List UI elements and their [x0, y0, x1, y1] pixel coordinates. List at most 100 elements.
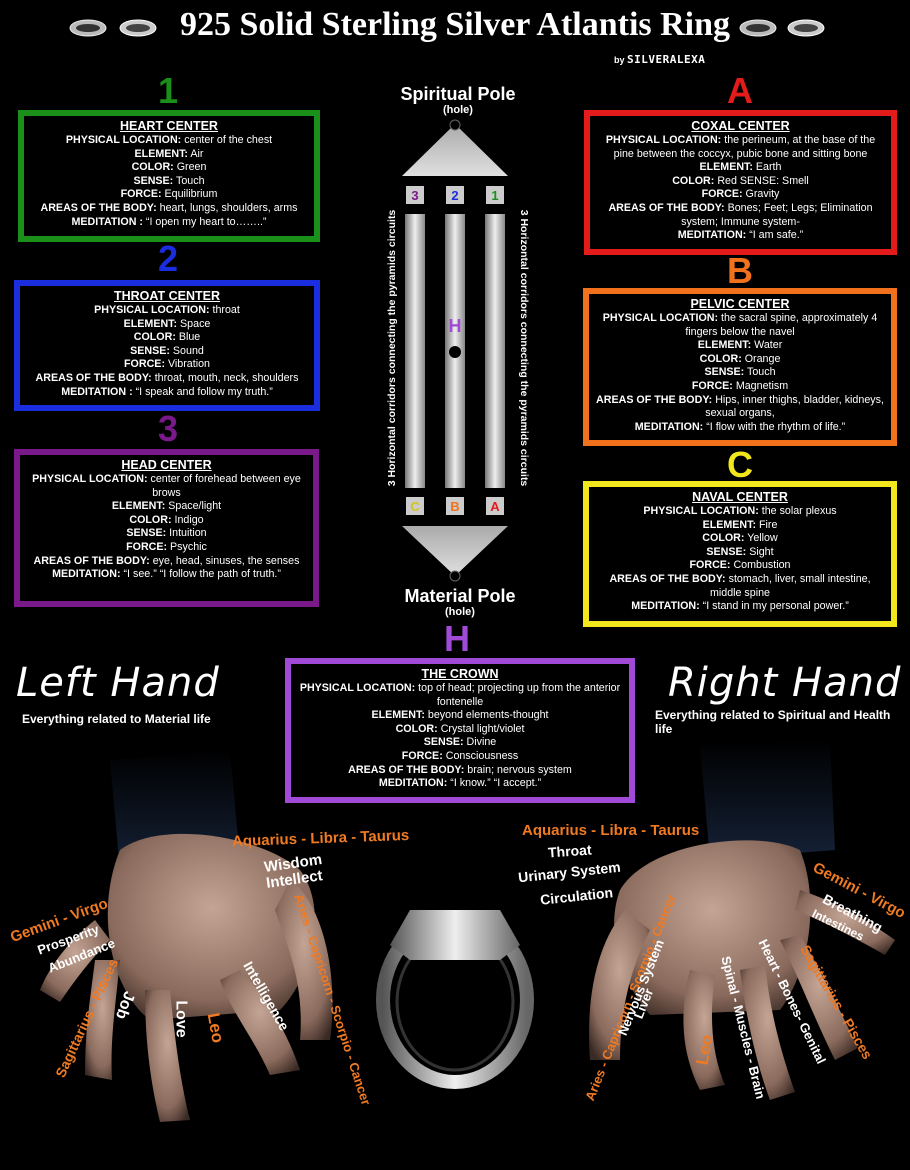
- naval-info-line: PHYSICAL LOCATION: the solar plexus: [595, 505, 885, 519]
- heart-info-line: AREAS OF THE BODY: heart, lungs, shoulde…: [30, 202, 308, 216]
- info-value: the perineum, at the base of the pine be…: [613, 134, 876, 160]
- ring-icon: [119, 19, 157, 37]
- crown-info-line: AREAS OF THE BODY: brain; nervous system: [297, 764, 623, 778]
- info-value: Consciousness: [442, 749, 519, 762]
- byline: by SILVERALEXA: [614, 53, 705, 66]
- info-key: PHYSICAL LOCATION:: [299, 682, 416, 694]
- info-value: the sacral spine, approximately 4 finger…: [685, 312, 878, 338]
- page-title: 925 Solid Sterling Silver Atlantis Ring: [179, 6, 731, 43]
- label-2: 2: [451, 188, 458, 203]
- right-pinky: [795, 890, 895, 955]
- info-key: MEDITATION:: [634, 420, 704, 433]
- head-info-line: COLOR: Indigo: [26, 514, 307, 528]
- info-key: PHYSICAL LOCATION:: [602, 312, 719, 324]
- info-value: Combustion: [730, 559, 791, 572]
- right-middle: [740, 965, 795, 1100]
- left-hand-subtitle: Everything related to Material life: [22, 712, 211, 726]
- info-value: Yellow: [744, 532, 778, 545]
- pelvic-letter: B: [727, 250, 753, 291]
- info-key: SENSE:: [126, 527, 167, 540]
- ring-icon: [69, 19, 107, 37]
- left-middle: [145, 990, 190, 1122]
- info-value: Space: [177, 317, 211, 330]
- right-hand-title: Right Hand: [668, 660, 902, 706]
- info-value: Divine: [463, 736, 497, 749]
- info-value: Magnetism: [732, 379, 789, 392]
- head-info-line: ELEMENT: Space/light: [26, 500, 307, 514]
- info-value: Orange: [741, 352, 781, 365]
- info-key: ELEMENT:: [702, 518, 757, 531]
- info-value: Vibration: [165, 358, 210, 371]
- info-key: FORCE:: [689, 559, 731, 572]
- info-key: MEDITATION:: [378, 777, 448, 790]
- coxal-info-line: ELEMENT: Earth: [596, 161, 885, 175]
- left-hand-title: Left Hand: [16, 660, 220, 706]
- info-value: “I know.” “I accept.”: [447, 777, 542, 790]
- coxal-info-line: MEDITATION: “I am safe.”: [596, 229, 885, 243]
- info-key: MEDITATION:: [631, 600, 700, 613]
- info-value: center of the chest: [181, 134, 273, 146]
- info-value: Sound: [169, 344, 204, 357]
- info-key: ELEMENT:: [699, 161, 753, 174]
- center-hole: [449, 346, 461, 358]
- info-value: “I see.” “I follow the path of truth.”: [120, 568, 281, 581]
- info-key: AREAS OF THE BODY:: [33, 554, 150, 567]
- info-key: FORCE:: [126, 540, 168, 553]
- throat-info-line: SENSE: Sound: [26, 345, 308, 359]
- head-number: 3: [157, 408, 179, 449]
- pelvic-info-line: PHYSICAL LOCATION: the sacral spine, app…: [595, 312, 885, 339]
- material-pole-hole: (hole): [445, 606, 475, 618]
- pelvic-info-line: FORCE: Magnetism: [595, 380, 885, 394]
- right-sleeve: [700, 740, 835, 860]
- info-value: Intuition: [166, 527, 207, 540]
- coxal-letter: A: [727, 70, 753, 111]
- info-key: MEDITATION:: [677, 229, 747, 242]
- head-info-line: MEDITATION: “I see.” “I follow the path …: [26, 568, 307, 582]
- info-value: Psychic: [167, 540, 207, 553]
- heart-info-line: FORCE: Equilibrium: [30, 188, 308, 202]
- naval-info-line: FORCE: Combustion: [595, 559, 885, 573]
- right-index: [683, 970, 725, 1090]
- info-value: brain; nervous system: [464, 763, 572, 776]
- info-key: COLOR:: [131, 161, 174, 174]
- info-value: “I am safe.”: [746, 229, 804, 242]
- top-pyramid: [402, 124, 508, 176]
- info-value: Earth: [752, 161, 782, 174]
- left-thumb: [275, 880, 333, 1040]
- crown-letter: H: [444, 618, 470, 659]
- info-value: “I flow with the rhythm of life.”: [703, 420, 846, 433]
- info-key: PHYSICAL LOCATION:: [643, 505, 759, 517]
- info-key: AREAS OF THE BODY:: [596, 393, 713, 406]
- left-index: [220, 970, 300, 1075]
- info-key: COLOR:: [672, 174, 715, 187]
- info-key: AREAS OF THE BODY:: [348, 763, 465, 776]
- info-value: Space/light: [165, 500, 222, 513]
- label-b: B: [450, 499, 459, 514]
- info-value: Touch: [173, 174, 205, 187]
- right-thumb: [589, 910, 650, 1060]
- crown-info-line: PHYSICAL LOCATION: top of head; projecti…: [297, 682, 623, 709]
- spiritual-pole-text: Spiritual Pole: [400, 84, 516, 104]
- info-value: the solar plexus: [758, 505, 837, 517]
- head-info-line: PHYSICAL LOCATION: center of forehead be…: [26, 473, 307, 500]
- info-key: ELEMENT:: [123, 317, 178, 330]
- heart-info-line: MEDITATION : “I open my heart to……..”: [30, 216, 308, 230]
- info-value: Air: [187, 147, 204, 160]
- label-h: H: [449, 316, 462, 336]
- head-center-title: HEAD CENTER: [121, 458, 212, 472]
- info-value: throat, mouth, neck, shoulders: [151, 371, 299, 384]
- heart-info-line: COLOR: Green: [30, 161, 308, 175]
- info-value: stomach, liver, small intestine, middle …: [709, 572, 871, 599]
- ring-diagram: 3 2 1 C B A H: [402, 119, 508, 582]
- crown-info-line: MEDITATION: “I know.” “I accept.”: [297, 777, 623, 791]
- info-value: Hips, inner thighs, bladder, kidneys, se…: [705, 393, 884, 420]
- info-value: eye, head, sinuses, the senses: [149, 554, 300, 567]
- coxal-center-title: COXAL CENTER: [691, 119, 790, 133]
- ring-icon: [787, 19, 825, 37]
